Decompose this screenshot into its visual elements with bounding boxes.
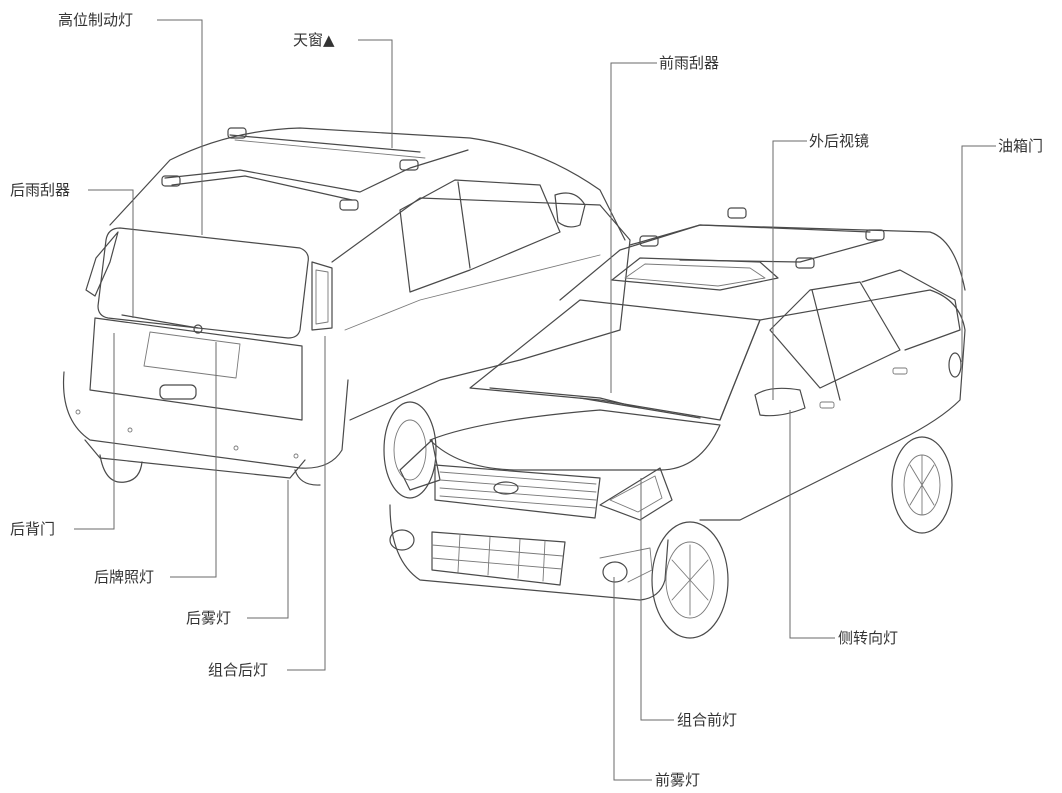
label-side-mirror: 外后视镜 [809, 132, 870, 150]
label-side-turn-signal: 侧转向灯 [838, 629, 899, 647]
rear-suv-drawing [62, 127, 631, 499]
label-fuel-door: 油箱门 [998, 137, 1044, 155]
label-rear-combo-light: 组合后灯 [208, 661, 269, 679]
label-rear-wiper: 后雨刮器 [10, 181, 71, 199]
label-front-combo-light: 组合前灯 [677, 711, 738, 729]
label-rear-plate-light: 后牌照灯 [94, 568, 155, 586]
label-sunroof: 天窗▲ [293, 31, 335, 49]
label-front-wiper: 前雨刮器 [659, 54, 720, 72]
label-front-fog-light: 前雾灯 [655, 771, 701, 789]
front-suv-drawing [389, 207, 966, 639]
leader-lines [74, 19, 996, 781]
label-rear-fog-light: 后雾灯 [186, 609, 232, 627]
label-tailgate: 后背门 [10, 520, 56, 538]
label-high-brake-light: 高位制动灯 [58, 11, 134, 29]
